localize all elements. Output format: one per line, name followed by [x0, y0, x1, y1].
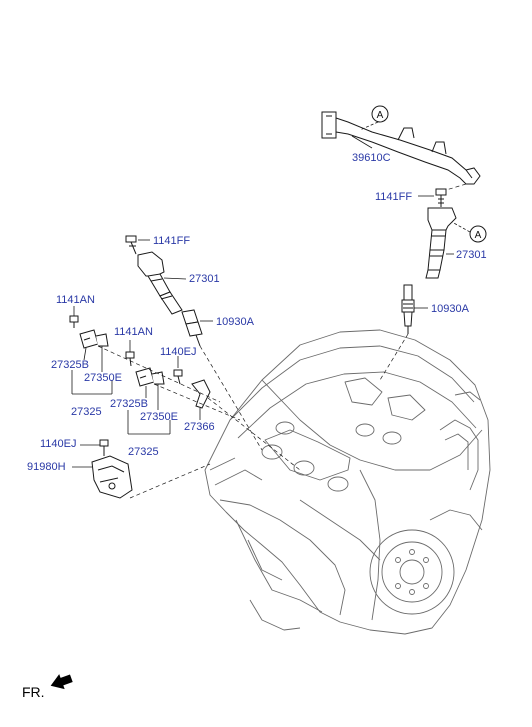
connector-marker-a1: A: [371, 105, 389, 123]
connector-letter: A: [377, 110, 384, 121]
connector-marker-a2: A: [469, 225, 487, 243]
callout-sensor-b2: 27325B: [110, 398, 148, 410]
callout-bolt-d: 1140EJ: [40, 438, 77, 450]
bolt-a: [69, 315, 79, 328]
spark-plug-right: [401, 284, 415, 334]
callout-harness: 39610C: [352, 152, 391, 164]
bolt-d: [99, 439, 109, 456]
ignition-coil-left: [137, 251, 183, 315]
sensor-1: [79, 329, 109, 349]
bolt-right: [435, 188, 447, 207]
callout-bracket-2: 27350E: [140, 411, 178, 423]
callout-bolt-a: 1141AN: [56, 294, 95, 306]
callout-plug-right: 10930A: [431, 303, 469, 315]
callout-bracket-1: 27350E: [84, 372, 122, 384]
front-direction-label: FR.: [22, 684, 45, 700]
leader-line: [359, 121, 379, 131]
callout-bolt-right: 1141FF: [375, 191, 413, 203]
sensor-2: [135, 367, 165, 387]
wiring-harness: [321, 111, 481, 185]
callout-coil-right: 27301: [456, 249, 487, 261]
clip-part: [191, 379, 211, 409]
callout-plug-left: 10930A: [216, 316, 254, 328]
bolt-b: [125, 351, 135, 367]
callout-sensor-b1: 27325B: [51, 359, 89, 371]
callout-bolt-b: 1141AN: [114, 326, 153, 338]
callout-cover: 91980H: [27, 461, 66, 473]
callout-bolt-left: 1141FF: [153, 235, 191, 247]
callout-group-1: 27325: [71, 406, 102, 418]
spark-plug-left: [181, 309, 203, 347]
front-arrow-icon: [50, 674, 73, 690]
dashed-guides: [97, 183, 467, 499]
bolt-left: [125, 235, 137, 255]
leader-lines: [71, 135, 454, 468]
callout-coil-left: 27301: [189, 273, 220, 285]
callout-group-2: 27325: [128, 446, 159, 458]
callout-bolt-c: 1140EJ: [160, 346, 197, 358]
leader-line: [451, 221, 471, 233]
callout-clip: 27366: [184, 421, 215, 433]
connector-letter: A: [475, 230, 482, 241]
ignition-coil-right: [425, 207, 457, 279]
cover-part: [91, 455, 133, 499]
engine-block: [204, 329, 491, 635]
bolt-c: [173, 369, 183, 385]
